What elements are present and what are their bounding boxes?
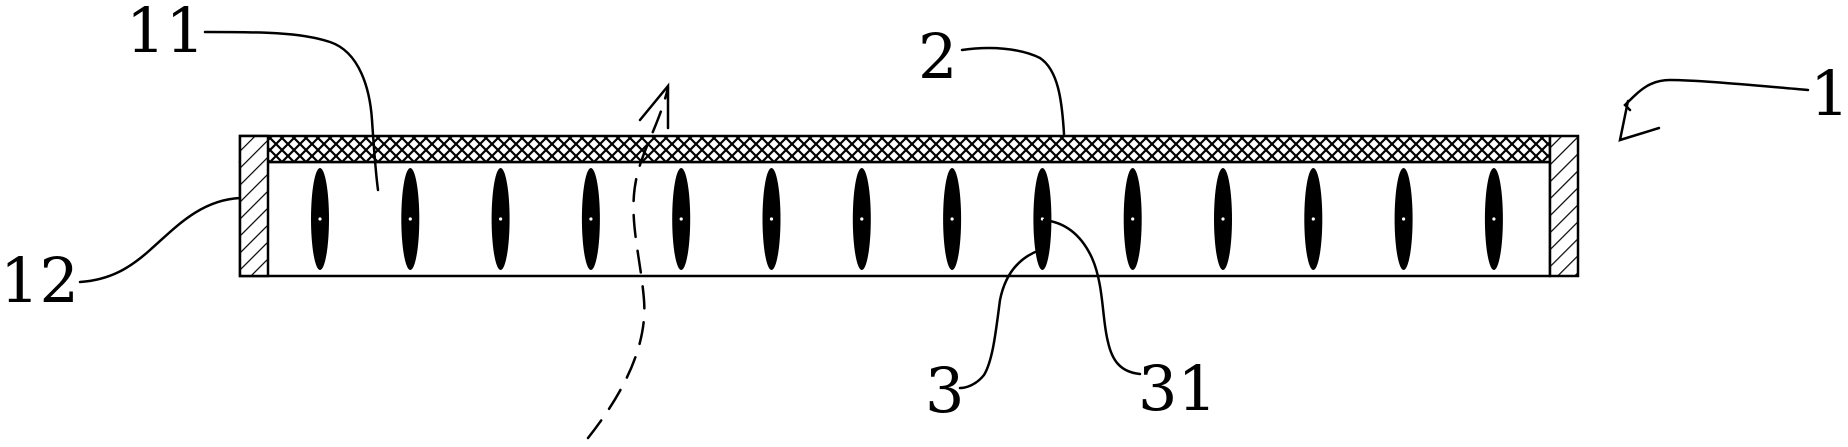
leader-2 xyxy=(960,46,1066,136)
crystal-center-dot-6 xyxy=(769,217,774,221)
leader-1 xyxy=(1623,78,1810,112)
label-11: 11 xyxy=(126,0,205,67)
light-path-arrowhead xyxy=(638,82,670,130)
cell-body xyxy=(238,160,1552,278)
crystal-center-dot-11 xyxy=(1221,217,1225,221)
label-12: 12 xyxy=(0,244,79,317)
crystal-center-dot-1 xyxy=(318,217,322,221)
crystal-center-dot-10 xyxy=(1131,217,1135,221)
crystal-center-dot-8 xyxy=(950,217,954,221)
label-2: 2 xyxy=(918,20,957,93)
crystal-center-dot-13 xyxy=(1402,217,1406,221)
crystal-center-dot-14 xyxy=(1492,217,1496,221)
crystal-center-dot-12 xyxy=(1311,217,1315,221)
crystal-center-dot-7 xyxy=(860,217,864,221)
crystal-center-dot-3 xyxy=(499,217,503,221)
crystal-center-dot-4 xyxy=(589,217,593,221)
leader-31 xyxy=(1042,218,1142,376)
label-31: 31 xyxy=(1138,352,1217,425)
leader-3 xyxy=(958,248,1042,390)
crystal-group xyxy=(311,168,1503,270)
top-cover-layer xyxy=(238,134,1552,164)
left-side-wall xyxy=(238,134,270,278)
leader-12 xyxy=(78,196,242,284)
crystal-center-dot-5 xyxy=(679,217,683,221)
right-side-wall xyxy=(1548,134,1580,278)
leader-11 xyxy=(203,30,380,192)
label-1: 1 xyxy=(1810,57,1848,130)
leader-1-arrowhead xyxy=(1618,99,1661,142)
label-3: 3 xyxy=(925,354,964,427)
crystal-center-dot-2 xyxy=(408,217,412,221)
